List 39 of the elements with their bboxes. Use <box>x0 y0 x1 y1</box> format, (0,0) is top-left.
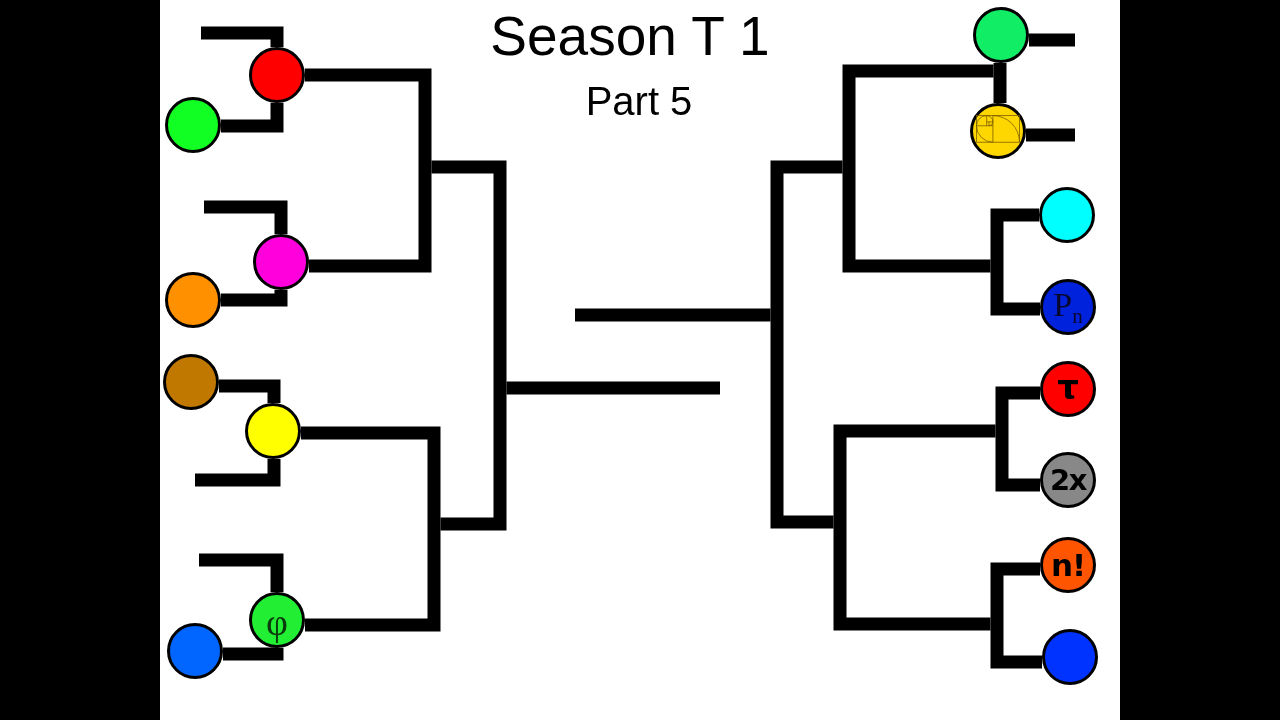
bracket-line <box>842 64 994 167</box>
bracket-line <box>440 388 507 531</box>
bracket-line <box>833 522 991 631</box>
bracket-line <box>990 208 1039 266</box>
bracket-line <box>1029 33 1075 47</box>
bracket-line <box>993 63 1007 71</box>
symbol-label: τ <box>1057 370 1079 404</box>
symbol-label: n! <box>1050 549 1086 581</box>
bracket-line <box>990 624 1042 669</box>
bracket-line <box>305 524 441 632</box>
bracket-line <box>770 160 843 315</box>
bracket-line <box>431 160 507 388</box>
subtitle: Part 5 <box>585 81 693 121</box>
bracket-line <box>223 647 284 661</box>
title: Season T 1 <box>490 9 770 64</box>
bracket-line <box>1026 128 1075 142</box>
bracket-line <box>221 103 284 133</box>
bracket-line <box>770 315 834 529</box>
bracket-line <box>219 379 281 403</box>
symbol-label: P$_{n}$ <box>1053 288 1083 322</box>
symbol-label: φ <box>266 603 288 641</box>
bracket-line <box>575 308 771 322</box>
bracket-line <box>995 431 1040 492</box>
bracket-line <box>221 290 288 307</box>
bracket-line <box>993 71 1007 103</box>
bracket-line <box>833 424 996 522</box>
bracket-line <box>305 68 432 167</box>
bracket-line <box>842 167 991 273</box>
bracket-line <box>195 459 281 487</box>
bracket-line <box>309 167 432 273</box>
bracket-line <box>201 26 284 47</box>
bracket-line <box>990 562 1040 624</box>
symbol-label: 2x <box>1050 465 1086 495</box>
bracket-line <box>301 426 441 524</box>
bracket-line <box>995 386 1040 431</box>
bracket-line <box>204 200 288 234</box>
bracket-line <box>506 381 720 395</box>
bracket-line <box>990 266 1040 316</box>
bracket-line <box>199 553 284 592</box>
